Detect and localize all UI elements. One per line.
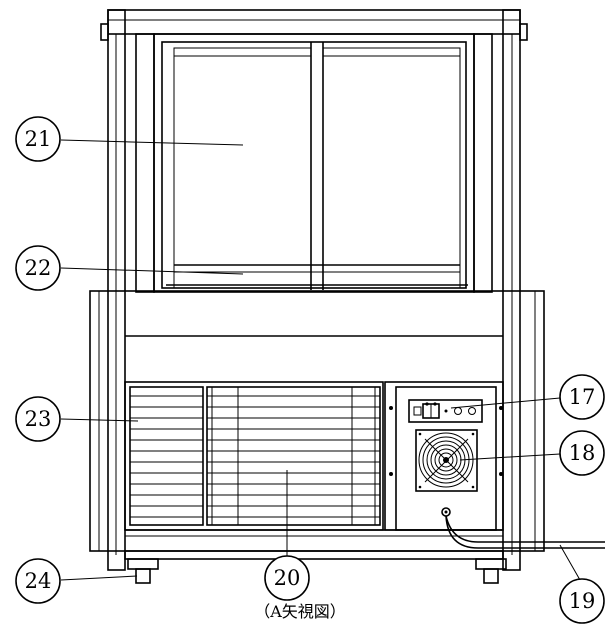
callout-label-17: 17 <box>569 385 596 409</box>
leader-lines <box>60 139 581 581</box>
callout-22: 22 <box>15 245 61 291</box>
front-grille <box>206 386 381 526</box>
callout-label-20: 20 <box>274 566 301 590</box>
control-panel <box>384 381 504 531</box>
callout-label-18: 18 <box>569 441 596 465</box>
top-frame <box>100 9 528 41</box>
power-cord <box>441 507 605 549</box>
callout-19: 19 <box>559 578 605 624</box>
callout-23: 23 <box>15 396 61 442</box>
callout-17: 17 <box>559 374 605 420</box>
feet <box>127 558 507 584</box>
view-caption: （A矢視図） <box>254 602 346 621</box>
louver-panel-left <box>124 381 384 531</box>
callout-label-23: 23 <box>25 407 52 431</box>
callout-label-22: 22 <box>25 256 52 280</box>
callout-24: 24 <box>15 558 61 604</box>
callout-label-19: 19 <box>569 589 596 613</box>
vertical-posts <box>107 9 521 571</box>
callout-18: 18 <box>559 430 605 476</box>
callout-label-21: 21 <box>25 127 52 151</box>
lower-cabinet <box>89 290 545 560</box>
display-case <box>153 33 475 293</box>
callout-21: 21 <box>15 116 61 162</box>
callout-20: 20 <box>264 555 310 601</box>
fan-icon <box>415 429 478 492</box>
callout-label-24: 24 <box>25 569 52 593</box>
